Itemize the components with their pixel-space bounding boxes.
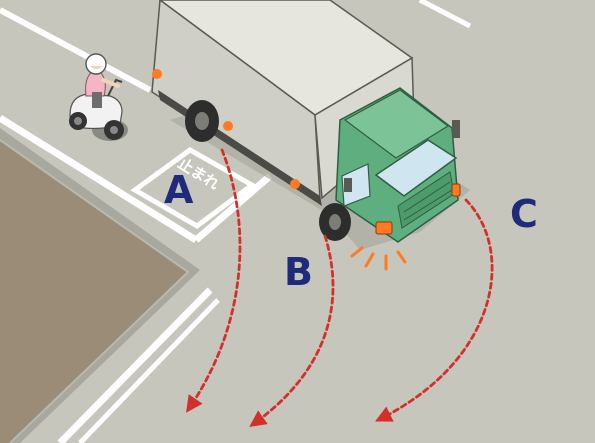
corner-lot	[0, 128, 200, 443]
scooter	[69, 53, 128, 141]
blinker-rays	[350, 246, 407, 271]
truck	[151, 0, 470, 250]
label-b: B	[284, 250, 313, 294]
path-a-arrow	[186, 148, 242, 413]
label-a: A	[164, 168, 194, 212]
label-c: C	[510, 192, 538, 236]
path-arrows	[186, 148, 494, 427]
path-c-arrow	[374, 198, 494, 422]
path-b-arrow	[249, 234, 335, 427]
